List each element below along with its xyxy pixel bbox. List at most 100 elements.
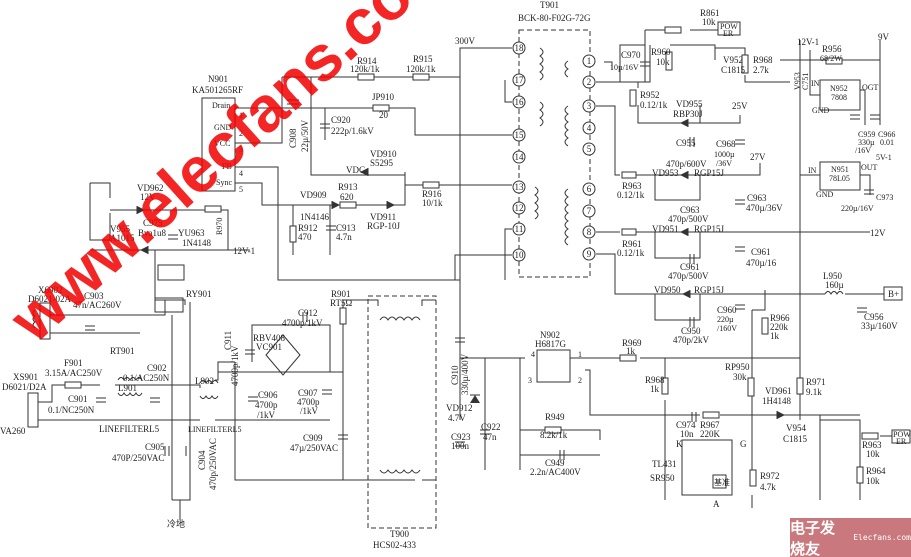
label-c950: C950 [681,326,701,336]
label-c961: C961 [680,262,700,272]
label-yu963-value: 1N4148 [182,238,211,248]
label-v955-value: A1015 [110,233,135,243]
pin-6: 6 [587,184,592,194]
label-vd950-value: RGP15J [694,285,725,295]
pin-10: 10 [515,250,525,260]
label-c920-value: 222p/1.6kV [331,126,374,136]
label-c923-value: 100n [451,441,470,451]
label-r971: R971 [806,377,826,387]
label-c907-value2: /1kV [300,406,319,416]
label-tl431: TL431 [652,459,677,469]
label-r961-value: 0.12/1k [617,248,645,258]
resistors [64,26,879,487]
label-c959-value: 330µ [858,138,875,147]
pin-num: 4 [239,169,243,178]
pin-14: 14 [515,152,525,162]
logo-cn: 电子发烧友 [790,518,836,557]
pin-13: 13 [515,182,525,192]
n902-pin-3: 3 [528,376,532,385]
label-c902-value: 0.1/AC250N [123,373,170,383]
label-5v-1: 5V-1 [876,153,892,162]
label-c907-value: 4700p [297,397,320,407]
label-c912: C912 [298,308,318,318]
power-label-bottom: POW [893,430,911,439]
label-c910: C910 [450,365,460,385]
label-r912-value: 470 [298,232,312,242]
label-r915-value: 120k/1k [406,64,436,74]
label-vd961: VD961 [765,386,792,396]
watermark: www.elecfans.com [0,0,468,356]
label-c970-value: 10µ/16V [610,63,639,72]
label-r952: R952 [640,90,660,100]
pin-7: 7 [587,206,592,216]
label-c975-value: Bva1u8 [138,228,166,238]
label-12v: 12V [870,228,886,238]
label-r972-value: 4.7k [760,482,776,492]
label-r963-value: 0.12/1k [617,190,645,200]
label-c909-value: 47µ/250VAC [290,443,338,453]
label-l901: L901 [118,383,137,393]
label-r964-value: 10k [866,476,880,486]
label-vd962-value: 12V [140,192,156,202]
label-sr950: SR950 [650,473,675,483]
label-r861: R861 [700,8,720,18]
label-c923: C923 [451,432,471,442]
label-f901-value: 3.15A/AC250V [45,368,103,378]
label-r956: R956 [822,44,842,54]
label-c913-value: 4.7n [336,232,352,242]
label-vd953: VD953 [652,168,679,178]
label-c905-value: 470P/250VAC [112,453,164,463]
label-vd910: VD910 [370,149,397,159]
label-l950-value: 160µ [825,280,844,290]
elecfans-logo: 电子发烧友 Elecfans.com [790,518,911,557]
label-c908-value: 22µ/50V [300,119,310,152]
label-c960-value: 220µ [717,315,734,324]
label-c920: C920 [331,115,351,125]
pin-15: 15 [515,130,525,140]
label-c968-value: 1000µ [714,150,735,159]
label-b-plus: B+ [888,289,899,299]
pin-4: 4 [587,123,592,133]
label-n951-gnd: GND [816,190,834,199]
label-r913: R913 [338,182,358,192]
label-c922-value: 47n [483,432,497,442]
label-c906-value: 4700p [255,400,278,410]
label-c950-value: 470p/2kV [673,335,710,345]
label-n952-gnd: GND [812,106,830,115]
label-v954: V954 [786,423,806,433]
label-r912: R912 [298,223,318,233]
label-yu963: YU963 [178,228,205,238]
label-r971-value: 9.1k [806,387,822,397]
pin-2: 2 [587,77,592,87]
label-tl-ref: 基准 [714,477,730,487]
power-label-bottom-2: ER [896,437,907,446]
label-vd909-value: 1N4146 [300,212,329,222]
label-r861-value: 10k [702,17,716,27]
label-c968-value2: /36V [716,159,732,168]
pin-5: 5 [587,144,592,154]
label-tl-g: G [740,439,747,449]
pin-12: 12 [515,203,524,213]
label-r967: R967 [700,420,720,430]
pin-18: 18 [515,43,525,53]
label-linefilter-1: LINEFILTERL5 [99,424,160,434]
label-x6902: X6902 [38,285,63,295]
label-vd911-value: RGP-10J [367,221,401,231]
label-c955: C955 [676,138,696,148]
ic-n901: N901 KA501265RF Drain GND VCC FB Sync 1 … [192,74,243,194]
label-r914-value: 120k/1k [350,64,380,74]
pin-gnd: GND [214,123,232,132]
inductors [32,291,844,474]
label-12v-1-left: 12V-1 [233,246,255,256]
label-c903-value: 47n/AC260V [73,300,122,310]
pin-17: 17 [515,75,525,85]
label-c904: C904 [197,450,207,470]
label-9v: 9V [878,32,890,42]
label-cold-ground: 冷地 [167,518,185,529]
label-c963b-value: 470µ/36V [746,203,783,213]
label-c922: C922 [481,422,501,432]
label-jp910: JP910 [372,92,395,102]
label-n902-value: H6817G [535,339,566,349]
label-r972: R972 [760,471,780,481]
